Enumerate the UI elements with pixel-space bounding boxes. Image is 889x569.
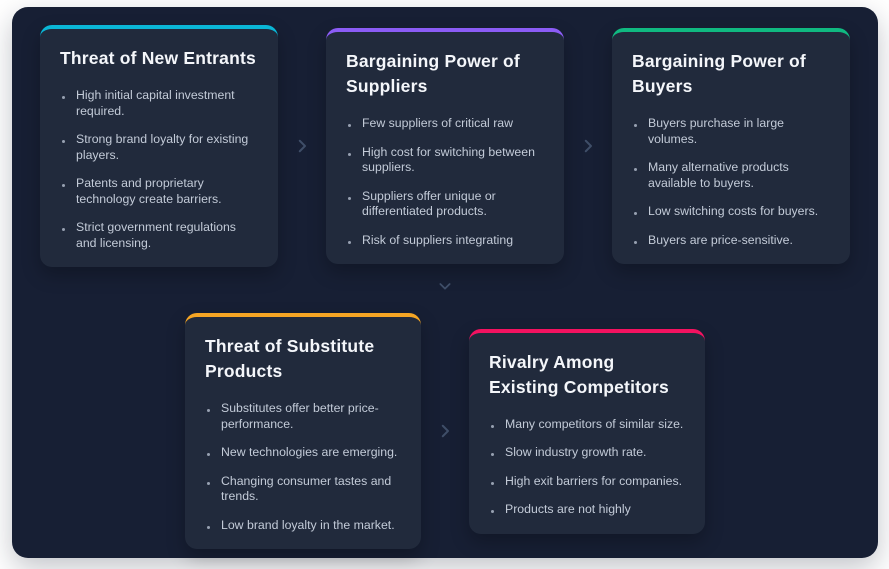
bullet-list: Buyers purchase in large volumes. Many a… (632, 116, 830, 248)
bullet-item: Products are not highly (489, 502, 685, 518)
bullet-item: High exit barriers for companies. (489, 474, 685, 490)
card-bargaining-power-of-suppliers: Bargaining Power of Suppliers Few suppli… (326, 28, 564, 264)
chevron-right-icon (290, 137, 314, 155)
bullet-text: New technologies are emerging. (221, 445, 398, 459)
bottom-row: Threat of Substitute Products Substitute… (40, 313, 850, 549)
bullet-dot (207, 525, 210, 529)
bullet-dot (634, 168, 637, 171)
bullet-dot (491, 510, 494, 513)
bullet-text: Many alternative products available to b… (648, 160, 789, 190)
bullet-text: Suppliers offer unique or differentiated… (362, 188, 496, 219)
bullet-list: Substitutes offer better price-performan… (205, 401, 401, 533)
bullet-dot (491, 453, 494, 456)
bullet-item: Buyers purchase in large volumes. (632, 116, 830, 147)
bullet-item: Many competitors of similar size. (489, 417, 685, 433)
bullet-list: Many competitors of similar size. Slow i… (489, 417, 685, 518)
bullet-dot (62, 140, 65, 143)
chevron-right-icon (576, 137, 600, 155)
bullet-dot (634, 240, 637, 244)
bullet-item: Low brand loyalty in the market. (205, 518, 401, 534)
bullet-dot (62, 96, 65, 99)
card-title: Threat of Substitute Products (205, 336, 375, 381)
bullet-dot (634, 212, 637, 215)
bullet-text: Few suppliers of critical raw (362, 116, 514, 130)
bullet-item: Strong brand loyalty for existing player… (60, 132, 258, 163)
bullet-item: Substitutes offer better price-performan… (205, 401, 401, 432)
bullet-text: Risk of suppliers integrating (362, 232, 514, 247)
card-title: Bargaining Power of Buyers (632, 51, 806, 96)
bullet-dot (348, 240, 351, 244)
bullet-item: Patents and proprietary technology creat… (60, 176, 258, 207)
bullet-item: Many alternative products available to b… (632, 160, 830, 191)
card-title: Rivalry Among Existing Competitors (489, 351, 669, 397)
bullet-text: Many competitors of similar size. (505, 416, 684, 431)
bullet-dot (207, 453, 210, 456)
bullet-text: Buyers are price-sensitive. (648, 232, 793, 247)
bullet-text: Buyers purchase in large volumes. (648, 116, 785, 146)
bullet-text: High initial capital investment required… (76, 88, 235, 118)
card-threat-of-substitute-products: Threat of Substitute Products Substitute… (185, 313, 421, 549)
bullet-item: Buyers are price-sensitive. (632, 233, 830, 249)
bullet-dot (207, 409, 210, 412)
bullet-dot (348, 152, 351, 156)
bullet-item: High cost for switching between supplier… (346, 145, 544, 176)
bullet-dot (348, 196, 351, 200)
card-title: Threat of New Entrants (60, 48, 256, 68)
bullet-text: Slow industry growth rate. (505, 445, 647, 459)
bullet-dot (491, 481, 494, 485)
five-forces-panel: Threat of New Entrants High initial capi… (12, 7, 878, 558)
card-threat-of-new-entrants: Threat of New Entrants High initial capi… (40, 25, 278, 267)
bullet-item: Slow industry growth rate. (489, 445, 685, 461)
top-row: Threat of New Entrants High initial capi… (40, 25, 850, 267)
card-bargaining-power-of-buyers: Bargaining Power of Buyers Buyers purcha… (612, 28, 850, 264)
bullet-list: Few suppliers of critical raw High cost … (346, 116, 544, 248)
bullet-dot (491, 424, 494, 428)
bullet-item: Risk of suppliers integrating (346, 233, 544, 249)
bullet-dot (207, 481, 210, 485)
bullet-text: Low switching costs for buyers. (648, 204, 819, 218)
bullet-item: New technologies are emerging. (205, 445, 401, 461)
bullet-dot (348, 124, 351, 127)
bullet-text: Substitutes offer better price-performan… (221, 401, 379, 431)
card-title: Bargaining Power of Suppliers (346, 51, 520, 96)
bullet-dot (62, 184, 65, 187)
bullet-item: Changing consumer tastes and trends. (205, 474, 401, 505)
bullet-text: High cost for switching between supplier… (362, 144, 535, 175)
bullet-item: High initial capital investment required… (60, 88, 258, 119)
bullet-text: Low brand loyalty in the market. (221, 517, 395, 532)
bullet-text: Patents and proprietary technology creat… (76, 176, 222, 206)
bullet-item: Few suppliers of critical raw (346, 116, 544, 132)
card-rivalry-among-existing-competitors: Rivalry Among Existing Competitors Many … (469, 328, 705, 534)
bullet-text: High exit barriers for companies. (505, 473, 683, 488)
bullet-text: Products are not highly (505, 502, 631, 516)
bullet-dot (634, 124, 637, 127)
bullet-text: Changing consumer tastes and trends. (221, 473, 392, 504)
bullet-text: Strict government regulations and licens… (76, 220, 236, 250)
chevron-down-icon (40, 276, 850, 296)
bullet-item: Suppliers offer unique or differentiated… (346, 189, 544, 220)
bullet-item: Strict government regulations and licens… (60, 220, 258, 251)
bullet-list: High initial capital investment required… (60, 88, 258, 251)
chevron-right-icon (433, 422, 457, 440)
bullet-text: Strong brand loyalty for existing player… (76, 132, 249, 162)
bullet-dot (62, 228, 65, 231)
bullet-item: Low switching costs for buyers. (632, 204, 830, 220)
